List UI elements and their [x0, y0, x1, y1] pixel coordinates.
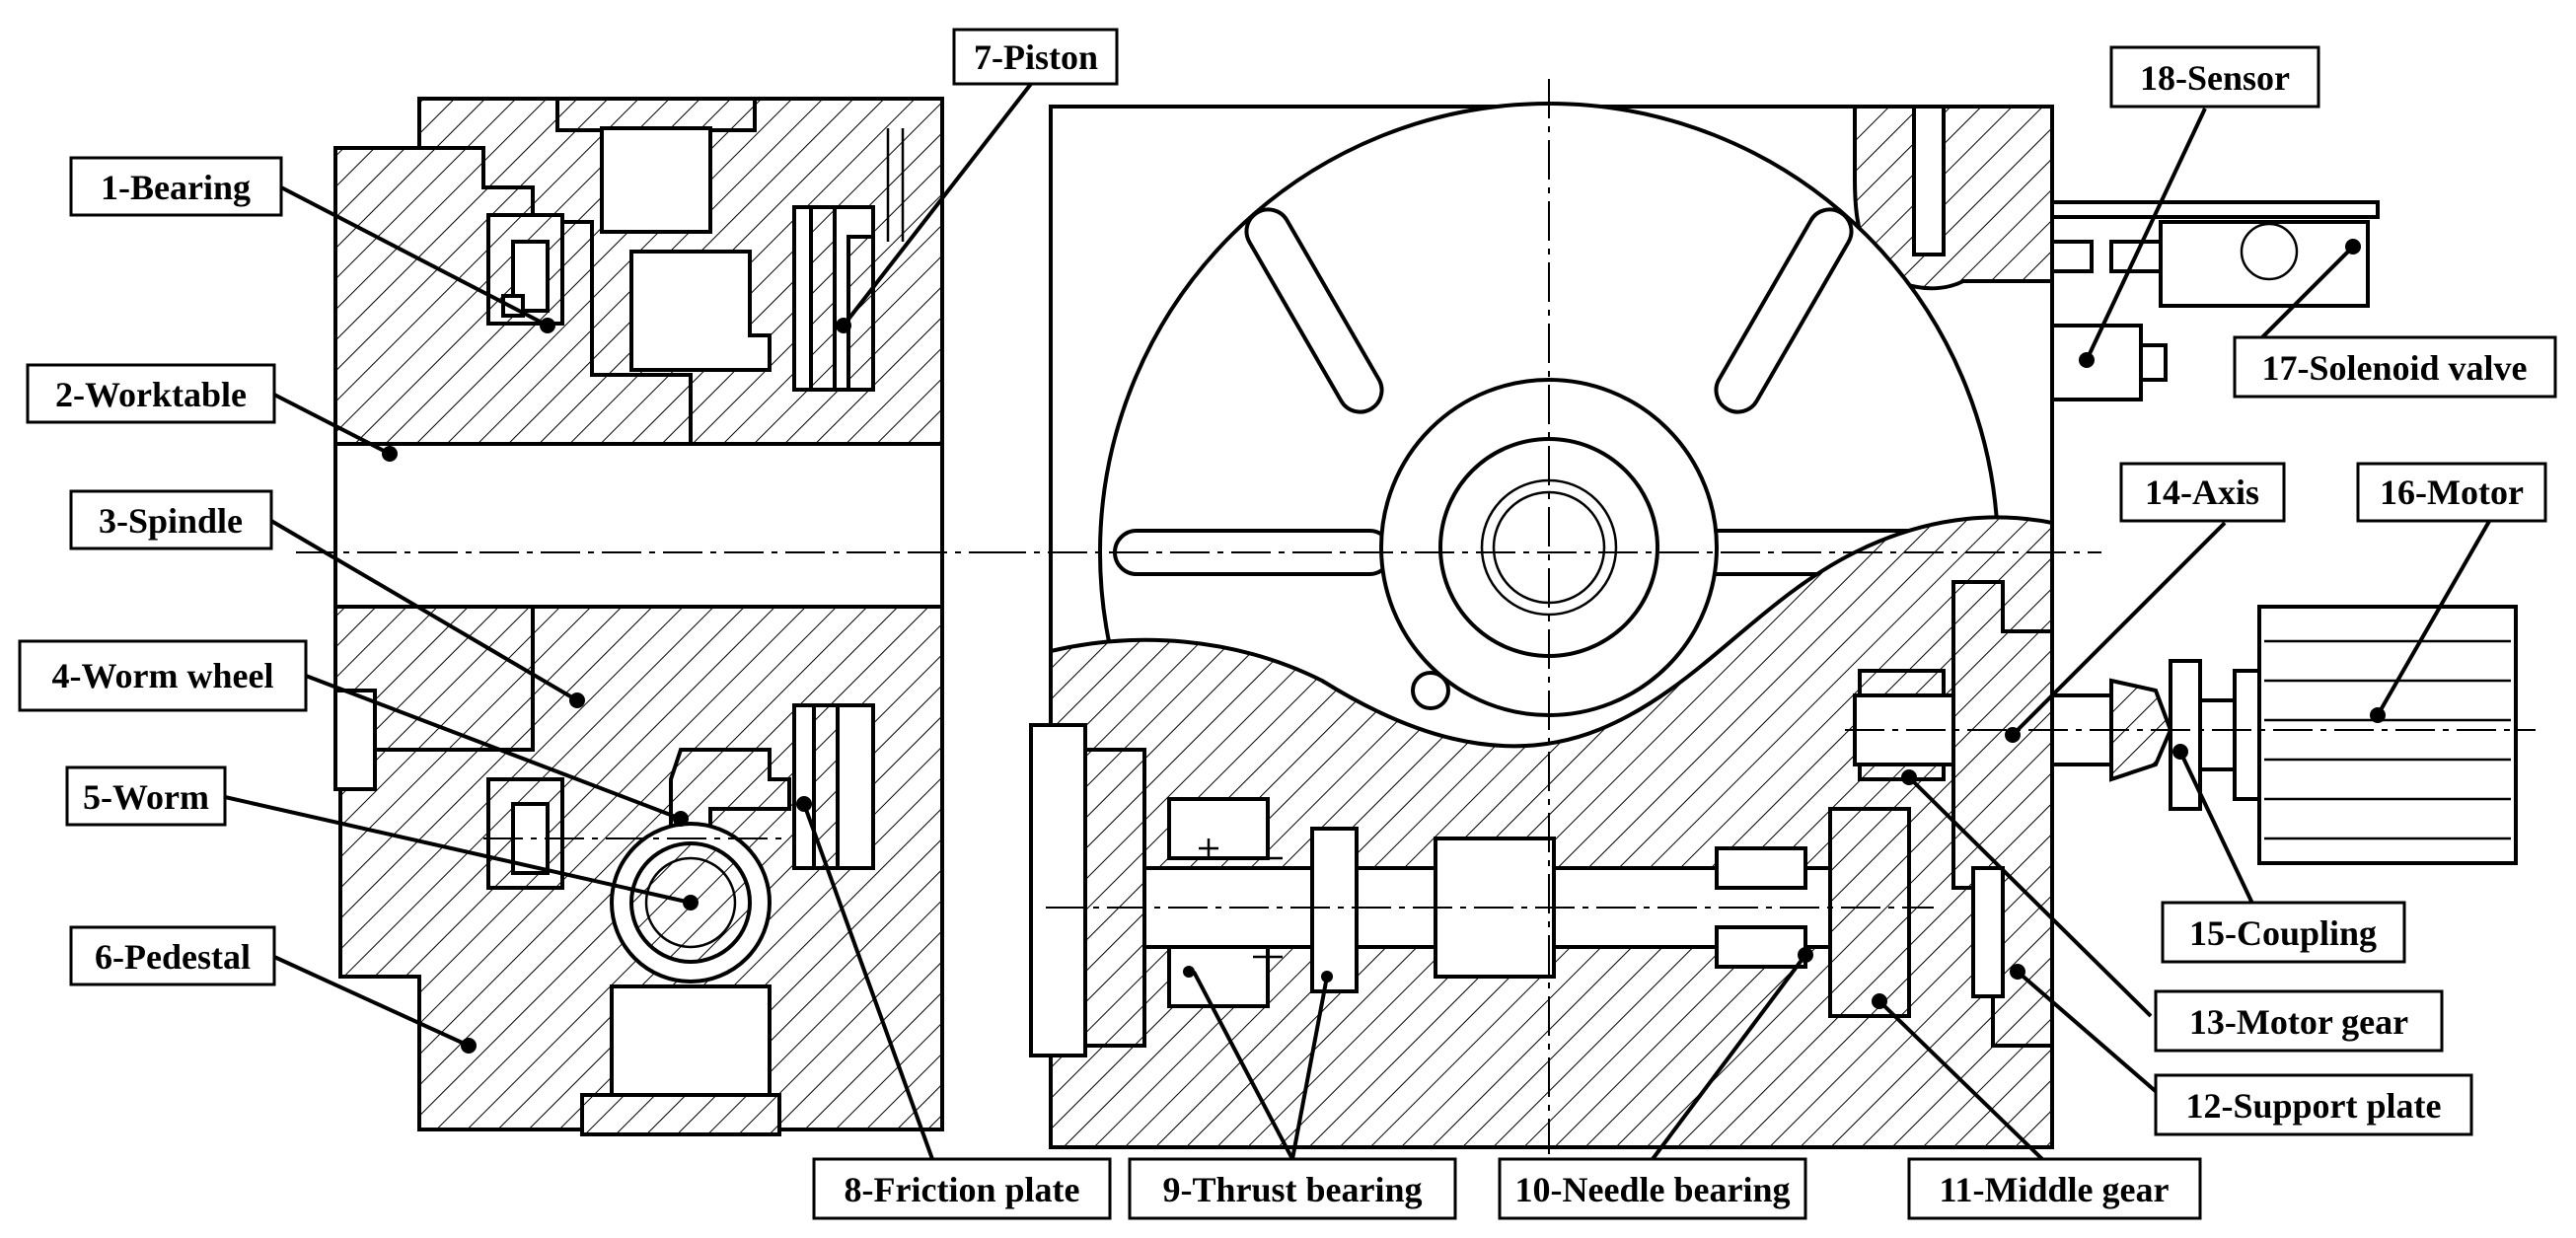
broken-section	[1049, 515, 2054, 1149]
spindle-top-recess	[629, 250, 772, 372]
label-worm-wheel: 4-Worm wheel	[18, 639, 308, 712]
thrust-bearing-right	[1310, 827, 1359, 993]
label-text: 5-Worm	[83, 777, 209, 817]
label-text: 15-Coupling	[2189, 913, 2377, 953]
label-needle-bearing: 10-Needle bearing	[1498, 1157, 1807, 1220]
label-text: 8-Friction plate	[845, 1170, 1080, 1209]
needle-bearing	[1715, 846, 1807, 890]
label-axis: 14-Axis	[2119, 462, 2286, 523]
base-foot	[580, 1093, 781, 1136]
label-worm: 5-Worm	[65, 765, 227, 827]
label-text: 16-Motor	[2380, 473, 2524, 512]
spindle-bore	[333, 442, 944, 609]
left-end-cap	[1029, 723, 1087, 1057]
label-text: 18-Sensor	[2140, 58, 2290, 98]
label-text: 1-Bearing	[101, 168, 251, 207]
label-support-plate: 12-Support plate	[2154, 1073, 2473, 1136]
label-text: 13-Motor gear	[2189, 1002, 2408, 1042]
label-worktable: 2-Worktable	[26, 363, 276, 424]
label-sensor: 18-Sensor	[2109, 45, 2320, 109]
label-thrust-bearing: 9-Thrust bearing	[1128, 1157, 1457, 1220]
center-pocket	[600, 126, 712, 234]
label-text: 3-Spindle	[99, 501, 243, 541]
label-text: 12-Support plate	[2185, 1086, 2441, 1126]
label-coupling: 15-Coupling	[2161, 901, 2406, 964]
leader-lines	[224, 82, 2493, 1161]
label-text: 14-Axis	[2145, 473, 2259, 512]
label-text: 11-Middle gear	[1940, 1170, 2170, 1209]
left-section-view	[296, 97, 987, 1136]
valve-rail	[2050, 200, 2380, 219]
label-text: 10-Needle bearing	[1515, 1170, 1791, 1209]
top-cap	[555, 97, 757, 132]
label-text: 9-Thrust bearing	[1162, 1170, 1422, 1209]
label-motor-gear: 13-Motor gear	[2154, 989, 2444, 1053]
middle-gear	[1828, 807, 1911, 1018]
label-bearing: 1-Bearing	[69, 156, 283, 217]
label-text: 6-Pedestal	[95, 937, 251, 977]
worm-wheel-body	[669, 748, 791, 840]
label-text: 2-Worktable	[55, 375, 247, 414]
right-view	[987, 79, 2536, 1154]
label-text: 7-Piston	[974, 37, 1098, 77]
label-piston: 7-Piston	[952, 28, 1119, 86]
label-text: 4-Worm wheel	[52, 656, 274, 695]
label-pedestal: 6-Pedestal	[69, 925, 276, 986]
label-friction-plate: 8-Friction plate	[812, 1157, 1112, 1220]
label-spindle: 3-Spindle	[69, 489, 273, 550]
support-plate	[1951, 580, 2054, 1048]
label-solenoid-valve: 17-Solenoid valve	[2233, 335, 2557, 399]
label-motor: 16-Motor	[2356, 462, 2547, 523]
motor-body	[2257, 605, 2518, 865]
label-text: 17-Solenoid valve	[2261, 348, 2527, 388]
worktable-stub	[333, 689, 377, 791]
label-middle-gear: 11-Middle gear	[1907, 1157, 2202, 1220]
